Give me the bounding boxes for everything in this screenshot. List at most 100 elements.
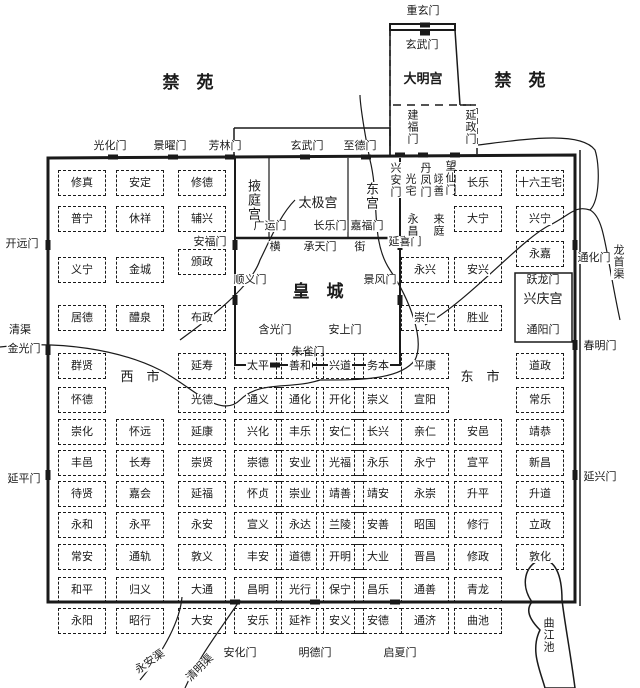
- gate-yanping: 延平门: [6, 472, 42, 485]
- ward-label: 光福: [328, 456, 352, 469]
- ward-label: 安善: [366, 518, 390, 531]
- gate-danfeng: 丹凤门: [418, 162, 432, 198]
- ward-block: 安德: [354, 608, 402, 634]
- ward-block: 安定: [116, 170, 164, 196]
- gate-yuelong: 跃龙门: [525, 273, 561, 286]
- taiji-palace-label: 太极宫: [297, 196, 339, 211]
- ward-yishan: 翊善: [431, 173, 445, 197]
- canal-longshou: 龙首渠: [611, 244, 625, 280]
- ward-block: 丰乐: [276, 419, 324, 445]
- ward-block: 宣阳: [401, 387, 449, 413]
- ward-block: 崇德: [234, 450, 282, 476]
- ward-label: 崇义: [366, 393, 390, 406]
- ward-label: 安邑: [466, 425, 490, 438]
- ward-label: 永兴: [413, 263, 437, 276]
- ward-label: 宣平: [466, 456, 490, 469]
- ward-label: 安仁: [328, 425, 352, 438]
- ward-block: 辅兴: [178, 206, 226, 232]
- forbidden-park-label-west: 禁 苑: [162, 73, 214, 93]
- ward-label: 辅兴: [190, 212, 214, 225]
- ward-block: 光行: [276, 577, 324, 603]
- gate-jingyao: 景曜门: [152, 139, 188, 152]
- ward-block: 开化: [316, 387, 364, 413]
- ward-block: 大业: [354, 544, 402, 570]
- ward-label: 长兴: [366, 425, 390, 438]
- ward-label: 安义: [328, 614, 352, 627]
- street-label-jie: 街: [353, 240, 367, 253]
- ward-label: 嘉会: [128, 487, 152, 500]
- ward-block: 修政: [454, 544, 502, 570]
- ward-label: 兴道: [328, 359, 352, 372]
- ward-block: 通善: [401, 577, 449, 603]
- ward-block: 安兴: [454, 257, 502, 283]
- ward-label: 靖安: [366, 487, 390, 500]
- ward-block: 怀德: [58, 387, 106, 413]
- ward-block: 昭行: [116, 608, 164, 634]
- ward-block: 保宁: [316, 577, 364, 603]
- ward-block: 敦化: [516, 544, 564, 570]
- gate-jingfeng: 景风门: [362, 273, 398, 286]
- ward-label: 新昌: [528, 456, 552, 469]
- ward-label: 善和: [288, 359, 312, 372]
- ward-block: 布政: [178, 305, 226, 331]
- ward-block: 怀远: [116, 419, 164, 445]
- ward-label: 崇化: [70, 425, 94, 438]
- ward-block: 崇化: [58, 419, 106, 445]
- gate-yanxing: 延兴门: [582, 470, 618, 483]
- gate-xuanwu: 玄武门: [289, 139, 325, 152]
- ward-label: 丰安: [246, 550, 270, 563]
- ward-label: 延福: [190, 487, 214, 500]
- gate-hanguang: 含光门: [257, 323, 293, 336]
- ward-block: 通轨: [116, 544, 164, 570]
- ward-label: 永乐: [366, 456, 390, 469]
- east-market-label: 东 市: [459, 370, 501, 385]
- ward-label: 崇贤: [190, 456, 214, 469]
- ward-label: 永和: [70, 518, 94, 531]
- ward-label: 升道: [528, 487, 552, 500]
- ward-block: 安邑: [454, 419, 502, 445]
- ward-block: 永崇: [401, 481, 449, 507]
- ward-label: 休祥: [128, 212, 152, 225]
- ward-label: 安德: [366, 614, 390, 627]
- ward-block: 永和: [58, 512, 106, 538]
- ward-label: 颁政: [190, 255, 214, 268]
- ward-block: 常乐: [516, 387, 564, 413]
- ward-block: 义宁: [58, 257, 106, 283]
- ward-block: 靖安: [354, 481, 402, 507]
- ward-label: 太平: [246, 359, 270, 372]
- ward-label: 安业: [288, 456, 312, 469]
- ward-label: 崇业: [288, 487, 312, 500]
- ward-block: 青龙: [454, 577, 502, 603]
- ward-block: 新昌: [516, 450, 564, 476]
- gate-chengtian: 承天门: [302, 240, 338, 253]
- gate-tonghua: 通化门: [576, 251, 612, 264]
- xingqing-palace-label: 兴庆宫: [522, 292, 564, 307]
- gate-chongxuan: 重玄门: [405, 4, 441, 17]
- ward-block: 崇义: [354, 387, 402, 413]
- gate-anshang: 安上门: [327, 323, 363, 336]
- ward-block: 崇业: [276, 481, 324, 507]
- ward-label: 修真: [70, 176, 94, 189]
- ward-label: 敦义: [190, 550, 214, 563]
- ward-label: 敦化: [528, 550, 552, 563]
- ward-label: 布政: [190, 311, 214, 324]
- ward-block: 安善: [354, 512, 402, 538]
- ward-block: 和平: [58, 577, 106, 603]
- gate-qixia: 启夏门: [382, 646, 418, 659]
- gate-wangxian: 望仙门: [443, 160, 457, 196]
- ward-block: 通济: [401, 608, 449, 634]
- daming-palace-label: 大明宫: [402, 72, 444, 87]
- ward-label: 兰陵: [328, 518, 352, 531]
- gate-guanghua: 光化门: [92, 139, 128, 152]
- ward-block: 崇仁: [401, 305, 449, 331]
- ward-label: 金城: [128, 263, 152, 276]
- ward-label: 亲仁: [413, 425, 437, 438]
- ward-label: 通轨: [128, 550, 152, 563]
- ward-label: 群贤: [70, 359, 94, 372]
- ward-block: 常安: [58, 544, 106, 570]
- ward-block: 宣义: [234, 512, 282, 538]
- ward-label: 昭行: [128, 614, 152, 627]
- ward-block: 居德: [58, 305, 106, 331]
- ward-label: 光德: [190, 393, 214, 406]
- gate-jinguang: 金光门: [6, 342, 42, 355]
